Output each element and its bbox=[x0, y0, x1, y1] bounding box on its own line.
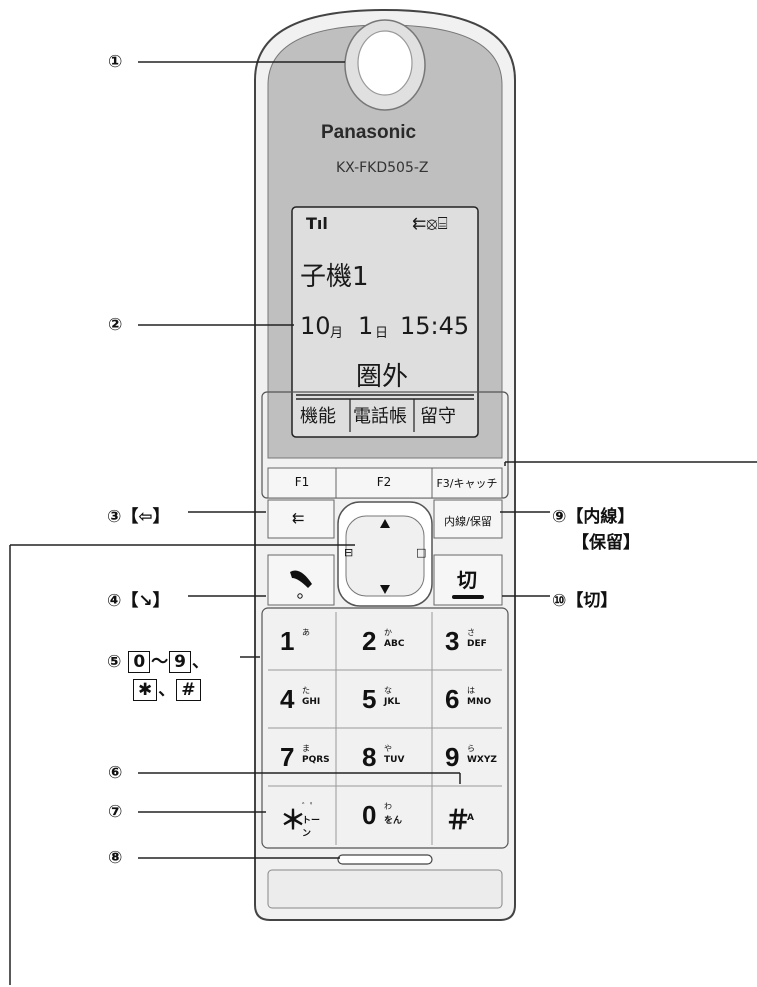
signal-icon: Tıl bbox=[306, 214, 328, 233]
callout-5-line2: ✱、# bbox=[132, 675, 202, 701]
key-digit: 3 bbox=[445, 626, 460, 656]
key-digit: 5 bbox=[362, 684, 377, 714]
callout-8: ⑧ bbox=[108, 848, 123, 868]
key-digit: 1 bbox=[280, 626, 295, 656]
key-letters: GHI bbox=[302, 697, 321, 707]
leader-lines bbox=[9, 61, 757, 985]
key-digit: 7 bbox=[280, 742, 295, 772]
key-digit: ＃ bbox=[445, 805, 472, 835]
key-kana: さ bbox=[467, 628, 475, 637]
key-letters: DEF bbox=[467, 639, 487, 649]
callout-5-line1: ⑤ 0～9、 bbox=[107, 651, 210, 673]
key-kana: あ bbox=[302, 628, 310, 637]
key-digit: 8 bbox=[362, 742, 377, 772]
callout-9-hold: 【保留】 bbox=[572, 533, 640, 553]
callout-6: ⑥ bbox=[108, 763, 123, 783]
key-kana: ゛゜ bbox=[302, 802, 318, 811]
callout-3: ③【⇦】 bbox=[107, 507, 170, 527]
status-out-of-range: 圏外 bbox=[356, 362, 409, 392]
key-letters: JKL bbox=[384, 697, 401, 707]
key-digit: ＊ bbox=[280, 805, 307, 835]
key-kana: や bbox=[384, 744, 392, 753]
key-10[interactable]: ＊゛゜トーン bbox=[280, 800, 328, 839]
key-letters: ABC bbox=[384, 639, 405, 649]
f1-key[interactable]: F1 bbox=[294, 475, 310, 489]
softkey-answering: 留守 bbox=[420, 406, 456, 427]
handset-name: 子機1 bbox=[300, 262, 369, 292]
key-kana: た bbox=[302, 686, 310, 695]
model-number: KX-FKD505-Z bbox=[336, 160, 429, 176]
key-digit: 0 bbox=[362, 800, 377, 830]
clock-time: 15:45 bbox=[400, 312, 470, 340]
softkey-function: 機能 bbox=[300, 406, 336, 427]
key-kana: わ bbox=[384, 802, 392, 811]
nav-right-icon[interactable]: □ bbox=[416, 546, 427, 559]
brand-logo: Panasonic bbox=[321, 122, 417, 143]
f2-key[interactable]: F2 bbox=[376, 475, 392, 489]
speaker-icon[interactable]: ⇇ bbox=[292, 509, 305, 527]
callout-2: ② bbox=[108, 315, 123, 335]
key-digit: 2 bbox=[362, 626, 377, 656]
key-letters: PQRS bbox=[302, 755, 330, 765]
callout-10: ⑩【切】 bbox=[552, 591, 618, 611]
callout-1: ① bbox=[108, 52, 123, 72]
key-letters: TUV bbox=[384, 755, 405, 765]
key-letters: をん bbox=[384, 816, 403, 826]
key-kana: ま bbox=[302, 744, 310, 753]
key-letters: MNO bbox=[467, 697, 492, 707]
key-letters: Α bbox=[467, 813, 474, 823]
date-day: 1 bbox=[358, 312, 374, 340]
softkey-phonebook: 電話帳 bbox=[353, 406, 407, 427]
key-kana: な bbox=[384, 686, 392, 695]
f3-catch-key[interactable]: F3/キャッチ bbox=[436, 477, 498, 490]
key-letters: WXYZ bbox=[467, 755, 497, 765]
status-icons: ⇇⦻⌸ bbox=[412, 214, 448, 234]
key-letters: トーン bbox=[302, 816, 321, 839]
key-digit: 4 bbox=[280, 684, 295, 714]
key-digit: 6 bbox=[445, 684, 460, 714]
date-month-unit: 月 bbox=[330, 326, 344, 341]
key-kana: か bbox=[384, 628, 392, 637]
date-day-unit: 日 bbox=[375, 326, 389, 341]
date-month: 10 bbox=[300, 312, 331, 340]
end-button[interactable]: 切 bbox=[457, 568, 477, 592]
key-kana: ら bbox=[467, 744, 475, 753]
intercom-hold-button[interactable]: 内線/保留 bbox=[444, 515, 492, 528]
key-kana: は bbox=[467, 686, 475, 695]
callout-4: ④【↘】 bbox=[107, 591, 170, 611]
keypad-grid bbox=[268, 612, 502, 845]
key-12[interactable]: ＃Α bbox=[445, 800, 493, 835]
callout-9: ⑨【内線】 bbox=[552, 507, 635, 527]
key-digit: 9 bbox=[445, 742, 460, 772]
callout-7: ⑦ bbox=[108, 802, 123, 822]
nav-left-icon[interactable]: ⊟ bbox=[344, 546, 354, 559]
